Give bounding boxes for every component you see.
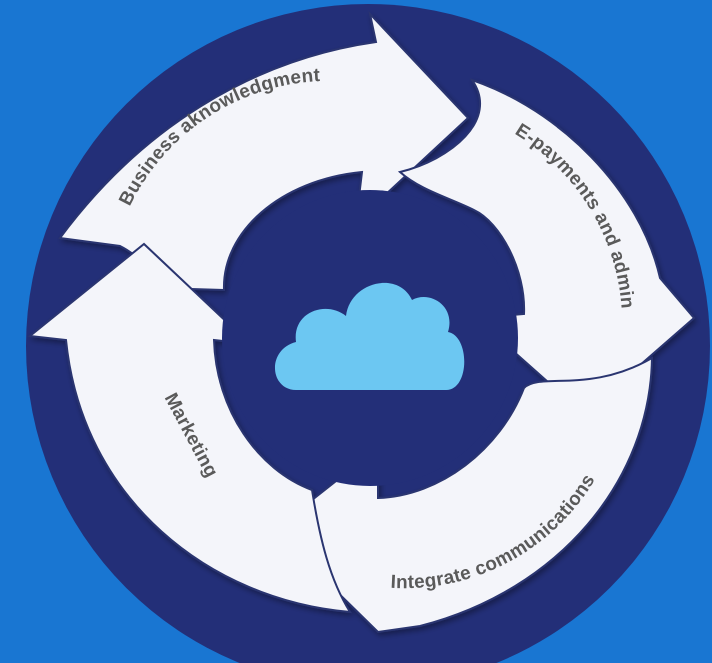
arrow-segment-marketing xyxy=(27,242,352,614)
arrow-segment-epayments xyxy=(397,78,696,416)
cloud-icon xyxy=(274,282,465,390)
arrow-band xyxy=(27,10,696,634)
arrow-segment-communications xyxy=(272,356,654,634)
